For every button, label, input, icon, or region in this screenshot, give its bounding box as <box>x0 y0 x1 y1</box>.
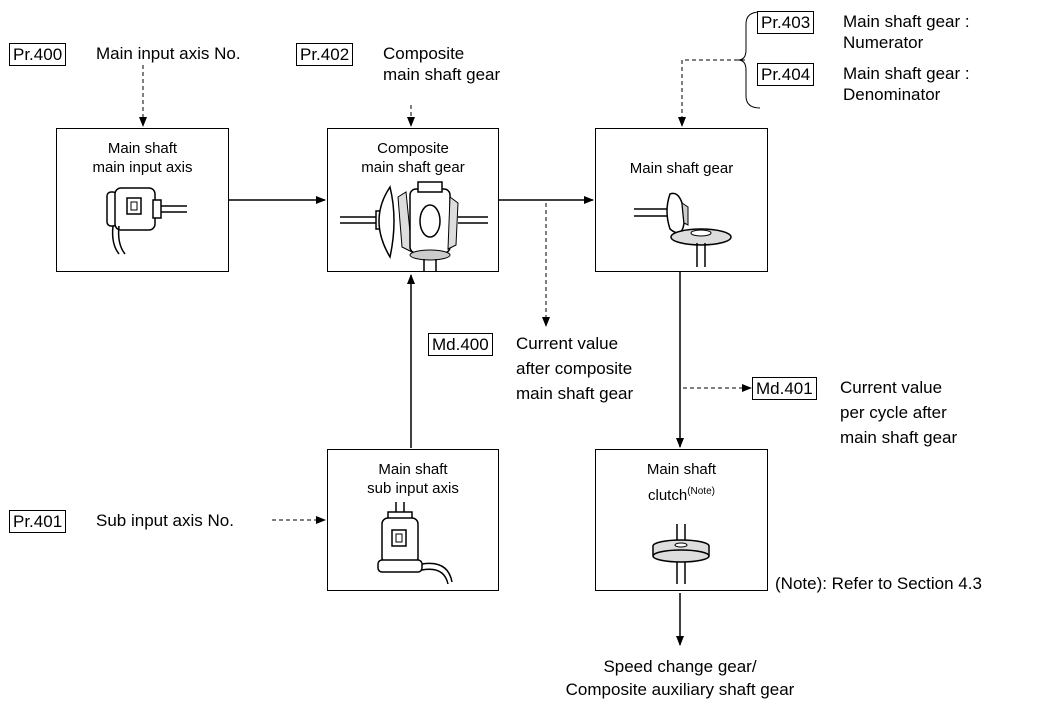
main-input-label-2: main input axis <box>92 159 193 176</box>
md401-code: Md.401 <box>752 377 817 400</box>
sub-input-label-2: sub input axis <box>367 480 459 497</box>
sub-input-axis-block: Main shaft sub input axis <box>327 449 499 591</box>
main-input-axis-block: Main shaft main input axis <box>56 128 229 272</box>
pr403-label-1: Main shaft gear : <box>843 12 970 31</box>
pr404-code: Pr.404 <box>757 63 815 86</box>
clutch-note-sup: (Note) <box>687 486 715 497</box>
clutch-block: Main shaft clutch(Note) <box>595 449 768 591</box>
differential-gear-icon <box>340 181 488 272</box>
clutch-label-text: clutch <box>648 487 688 504</box>
pr402-label-2: main shaft gear <box>383 65 501 84</box>
pr402-code: Pr.402 <box>296 43 354 66</box>
pr403-label-2: Numerator <box>843 33 924 52</box>
pr401-code: Pr.401 <box>9 510 67 533</box>
md400-line1: Current value <box>516 334 619 353</box>
clutch-note: (Note): Refer to Section 4.3 <box>775 574 982 593</box>
composite-gear-block: Composite main shaft gear <box>327 128 499 272</box>
md401-line1: Current value <box>840 378 943 397</box>
pr403-404-arrow <box>678 59 745 127</box>
composite-label-2: main shaft gear <box>361 159 465 176</box>
md401-line3: main shaft gear <box>840 428 958 447</box>
composite-label-1: Composite <box>377 140 449 157</box>
bevel-gear-icon <box>634 192 732 267</box>
clutch-icon <box>652 524 710 584</box>
output-line1: Speed change gear/ <box>603 657 757 676</box>
sub-encoder-icon <box>377 502 453 585</box>
pr400-code: Pr.400 <box>9 43 67 66</box>
pr404-label-1: Main shaft gear : <box>843 64 970 83</box>
output-line2: Composite auxiliary shaft gear <box>565 680 795 699</box>
clutch-label-1: Main shaft <box>646 461 717 478</box>
pr401-label: Sub input axis No. <box>96 511 234 530</box>
pr402-label-1: Composite <box>383 44 465 63</box>
md401-line2: per cycle after <box>840 403 947 422</box>
param-brace <box>737 11 761 109</box>
md400-line2: after composite <box>516 359 633 378</box>
main-gear-label: Main shaft gear <box>629 160 734 177</box>
clutch-label-2: clutch(Note) <box>596 482 767 505</box>
main-input-label-1: Main shaft <box>107 140 178 157</box>
md400-line3: main shaft gear <box>516 384 634 403</box>
pr400-label: Main input axis No. <box>96 44 241 63</box>
pr403-code: Pr.403 <box>757 11 815 34</box>
sub-input-label-1: Main shaft <box>378 461 448 478</box>
encoder-icon <box>106 187 187 255</box>
pr404-label-2: Denominator <box>843 85 941 104</box>
md400-code: Md.400 <box>428 333 493 356</box>
main-shaft-gear-block: Main shaft gear <box>595 128 768 272</box>
